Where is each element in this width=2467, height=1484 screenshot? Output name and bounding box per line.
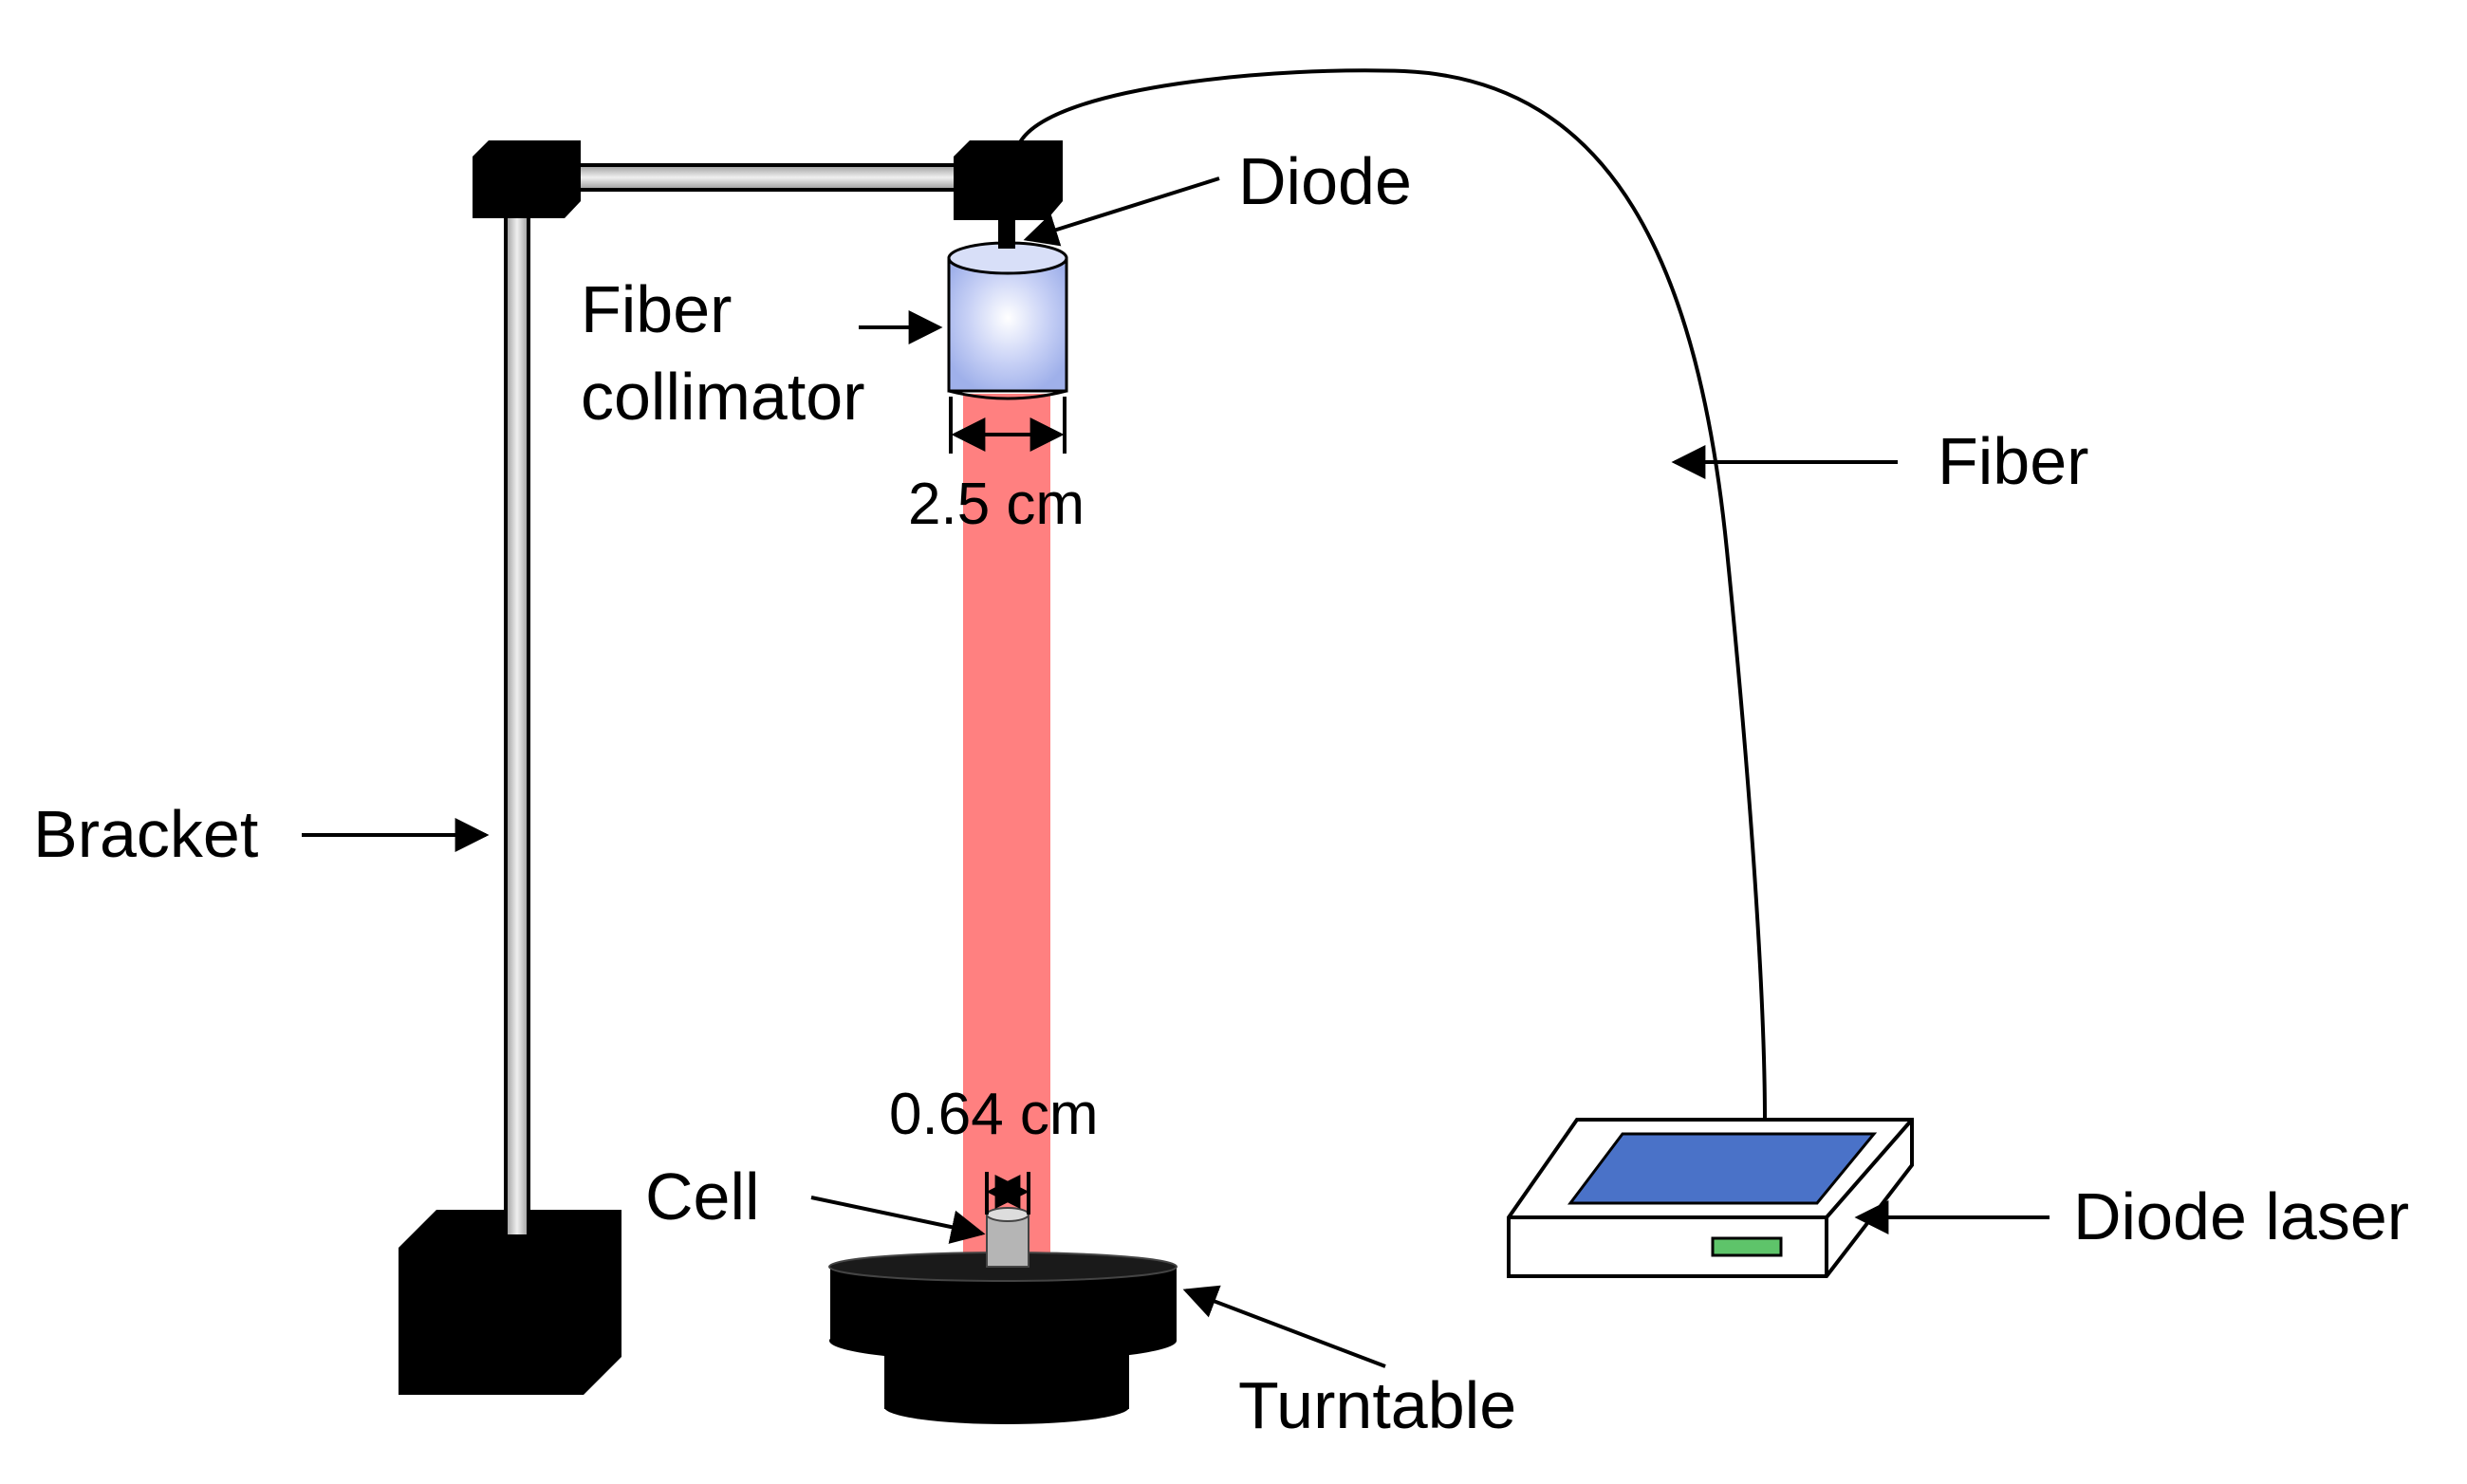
- diode: [998, 216, 1015, 249]
- fiber-collimator-label-line2: collimator: [581, 360, 865, 434]
- fiber-collimator: [947, 241, 1068, 400]
- turntable: [828, 1252, 1178, 1424]
- bracket-base: [399, 1210, 621, 1395]
- beam-width-dimension: [949, 397, 1067, 454]
- turntable-arrow: [1182, 1285, 1386, 1368]
- bracket-top-right-block: [954, 140, 1063, 220]
- diode-arrow: [1023, 176, 1220, 247]
- bracket-rod: [504, 212, 530, 1238]
- laser-beam: [963, 394, 1050, 1267]
- diode-label: Diode: [1238, 144, 1412, 218]
- bracket-arm: [566, 163, 977, 192]
- diode-laser-label: Diode laser: [2073, 1179, 2409, 1253]
- fiber-label: Fiber: [1938, 424, 2088, 498]
- laser-screen: [1567, 1132, 1878, 1205]
- cell-arrow: [810, 1196, 986, 1244]
- bracket-label: Bracket: [33, 797, 258, 871]
- cell-label: Cell: [645, 1159, 760, 1234]
- beam-width-label: 2.5 cm: [908, 472, 1085, 537]
- fiber-collimator-label-line1: Fiber: [581, 272, 732, 346]
- bracket-top-left-block: [473, 140, 581, 218]
- diode-laser: [1507, 1118, 1914, 1278]
- cell-width-label: 0.64 cm: [889, 1082, 1099, 1147]
- laser-indicator: [1711, 1236, 1783, 1257]
- bracket: [399, 140, 1063, 1395]
- fiber-cable: [1018, 68, 1767, 1121]
- cell: [986, 1207, 1029, 1268]
- cell-width-dimension: [985, 1172, 1030, 1215]
- turntable-label: Turntable: [1238, 1368, 1516, 1442]
